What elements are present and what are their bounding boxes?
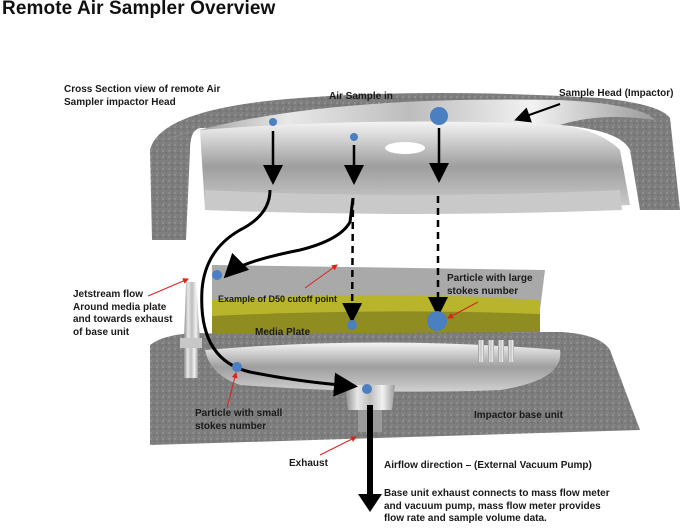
label-small-stokes: Particle with small stokes number (195, 408, 282, 433)
label-line: Base unit exhaust connects to mass flow … (384, 488, 610, 499)
label-line: and towards exhaust (73, 314, 173, 325)
label-d50-cutoff: Example of D50 cutoff point (218, 294, 338, 304)
label-line: stokes number (195, 420, 267, 432)
label-media-plate: Media Plate (255, 327, 311, 338)
label-exhaust: Exhaust (289, 458, 328, 469)
particle-medium (350, 133, 358, 141)
label-line: of base unit (73, 326, 130, 338)
label-line: Around media plate (73, 301, 167, 313)
sample-head (150, 93, 680, 240)
label-line: Sampler impactor Head (64, 96, 176, 108)
particle-large (430, 107, 448, 125)
label-line: Particle with large (447, 273, 533, 284)
label-line: Jetstream flow (73, 289, 144, 300)
particle-exhaust (362, 384, 372, 394)
particles (212, 107, 448, 394)
label-line: flow rate and sample volume data. (384, 513, 547, 524)
label-line: stokes number (447, 285, 519, 297)
label-line: Particle with small (195, 408, 283, 419)
label-cross-section: Cross Section view of remote Air Sampler… (64, 84, 220, 109)
particle-large-impacted (427, 311, 447, 331)
label-line: and vacuum pump, mass flow meter provide… (384, 500, 601, 512)
label-air-sample-in: Air Sample in (329, 91, 393, 102)
airflow-paths (200, 128, 449, 512)
label-sample-head: Sample Head (Impactor) (559, 88, 674, 99)
page-title: Remote Air Sampler Overview (2, 0, 276, 19)
pointer-lines (147, 103, 561, 456)
particle-jetstream (212, 270, 222, 280)
particle-small (269, 118, 277, 126)
particle-d50 (347, 320, 357, 330)
label-jetstream-flow: Jetstream flow Around media plate and to… (73, 289, 172, 339)
label-large-stokes: Particle with large stokes number (447, 273, 533, 298)
label-line: Cross Section view of remote Air (64, 84, 221, 95)
label-airflow-direction: Airflow direction – (External Vacuum Pum… (384, 460, 592, 471)
label-base-unit-note: Base unit exhaust connects to mass flow … (384, 488, 610, 526)
particle-small-stokes (232, 362, 242, 372)
label-impactor-base-unit: Impactor base unit (474, 410, 563, 421)
media-plate-assembly (212, 265, 545, 348)
